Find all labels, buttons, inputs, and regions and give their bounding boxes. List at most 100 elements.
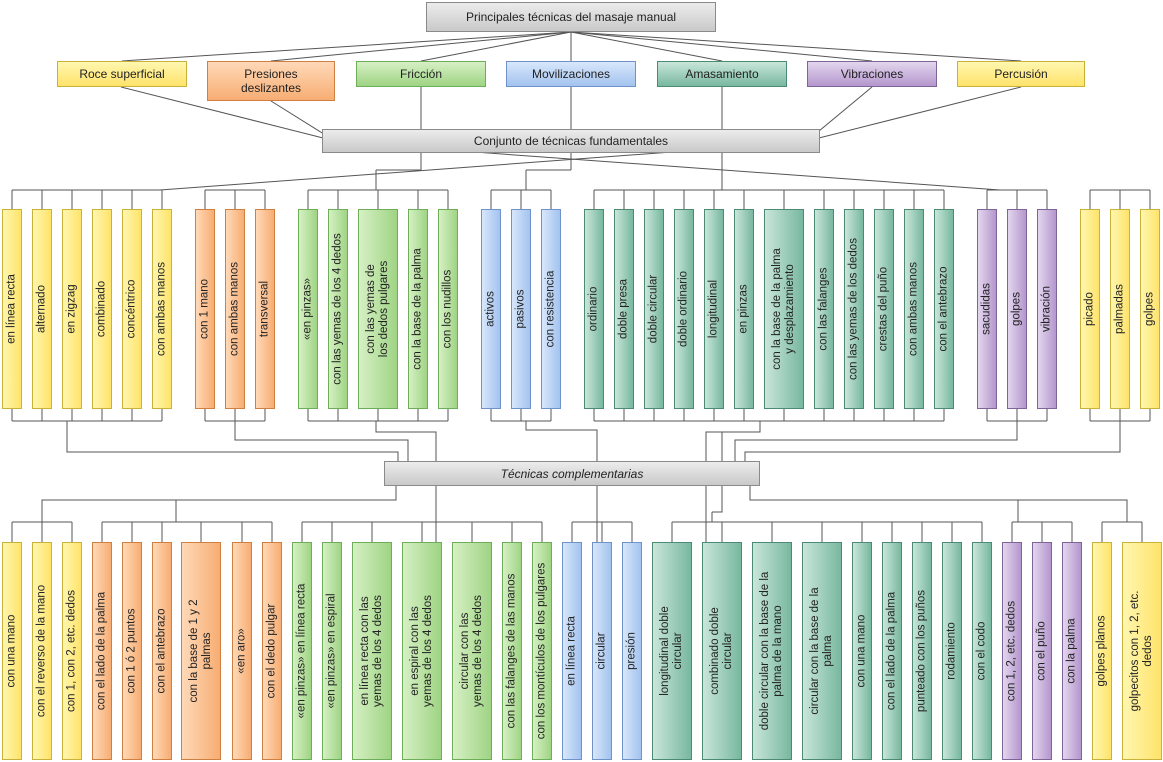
technique-label: sacudidas [980, 283, 993, 335]
technique-label: «en pinzas» en espiral [325, 593, 338, 709]
technique-label: con las yemas de los dedos [847, 238, 860, 380]
connector-line [375, 421, 437, 542]
fundamental-technique-leaf: longitudinal [704, 209, 724, 409]
fundamental-technique-leaf: con el antebrazo [934, 209, 954, 409]
category-vibraciones: Vibraciones [807, 61, 937, 87]
connector-line [749, 486, 1128, 522]
technique-label: con las yemas de los 4 dedos [331, 233, 344, 385]
fundamental-technique-leaf: con ambas manos [225, 209, 245, 409]
connector-line [712, 432, 723, 513]
fundamental-technique-leaf: crestas del puño [874, 209, 894, 409]
technique-label: vibración [1040, 285, 1053, 333]
technique-label: rodamiento [945, 622, 958, 680]
technique-label: con el lado de la palma [885, 591, 898, 711]
technique-label: con 1, 2, etc. dedos [1005, 600, 1018, 702]
technique-label: combinado [95, 280, 108, 338]
category-friccion: Fricción [356, 61, 486, 87]
connector-line [420, 31, 572, 62]
technique-label: con el lado de la palma [95, 591, 108, 711]
technique-label: con la base de 1 y 2 palmas [188, 599, 213, 703]
fundamental-technique-leaf: palmadas [1110, 209, 1130, 409]
technique-label: con resistencia [544, 270, 557, 348]
fundamental-technique-leaf: alternado [32, 209, 52, 409]
technique-label: punteado con los puños [915, 589, 928, 713]
complementary-technique-leaf: doble circular con la base de la palma d… [752, 542, 792, 760]
technique-label: con los nudillos [441, 269, 454, 349]
technique-label: en zigzag [65, 284, 78, 334]
complementary-technique-leaf: con los montículos de los pulgares [532, 542, 552, 760]
complementary-technique-leaf: combinado doble circular [702, 542, 742, 760]
technique-label: longitudinal doble circular [659, 606, 684, 696]
complementary-technique-leaf: en línea recta con las yemas de los 4 de… [352, 542, 392, 760]
technique-label: «en pinzas» en línea recta [295, 583, 308, 719]
technique-label: golpes [1010, 292, 1023, 326]
complementary-technique-leaf: con el codo [972, 542, 992, 760]
fundamental-technique-leaf: picado [1080, 209, 1100, 409]
connector-line [41, 486, 397, 522]
technique-label: doble ordinario [677, 270, 690, 348]
complementary-technique-leaf: circular con las yemas de los 4 dedos [452, 542, 492, 760]
fundamental-technique-leaf: activos [481, 209, 501, 409]
technique-label: golpes [1143, 292, 1156, 326]
fundamental-techniques-bar: Conjunto de técnicas fundamentales [322, 129, 820, 153]
fundamental-technique-leaf: en zigzag [62, 209, 82, 409]
complementary-technique-leaf: con 1, con 2, etc. dedos [62, 542, 82, 760]
technique-label: en pinzas [737, 284, 750, 334]
technique-label: «en aro» [235, 628, 248, 674]
technique-label: con el dedo pulgar [265, 603, 278, 699]
technique-label: palmadas [1113, 284, 1126, 334]
fundamental-technique-leaf: «en pinzas» [298, 209, 318, 409]
complementary-technique-leaf: con el reverso de la mano [32, 542, 52, 760]
technique-label: crestas del puño [877, 266, 890, 352]
connector-line [120, 86, 336, 142]
complementary-technique-leaf: con el dedo pulgar [262, 542, 282, 760]
fundamental-technique-leaf: concéntrico [122, 209, 142, 409]
connector-line [750, 499, 1019, 512]
technique-label: doble circular con la base de la palma d… [759, 571, 784, 731]
complementary-technique-leaf: en línea recta [562, 542, 582, 760]
technique-label: en línea recta con las yemas de los 4 de… [359, 595, 384, 707]
category-movilizaciones: Movilizaciones [506, 61, 636, 87]
fundamental-technique-leaf: con las falanges [814, 209, 834, 409]
technique-label: con el antebrazo [937, 266, 950, 352]
connector-line [744, 421, 1121, 461]
category-percusion: Percusión [957, 61, 1085, 87]
technique-label: con ambas manos [228, 262, 241, 356]
technique-label: golpes planos [1095, 615, 1108, 687]
fundamental-technique-leaf: con los nudillos [438, 209, 458, 409]
fundamental-technique-leaf: golpes [1140, 209, 1160, 409]
complementary-techniques-bar: Técnicas complementarias [384, 461, 760, 486]
complementary-technique-leaf: con una mano [2, 542, 22, 760]
connector-line [270, 31, 572, 62]
technique-label: circular con la base de la palma [809, 587, 834, 715]
complementary-technique-leaf: con la base de 1 y 2 palmas [181, 542, 221, 760]
technique-label: transversal [258, 280, 271, 338]
fundamental-technique-leaf: doble ordinario [674, 209, 694, 409]
technique-label: con ambas manos [907, 262, 920, 356]
fundamental-technique-leaf: doble circular [644, 209, 664, 409]
technique-label: doble circular [647, 274, 660, 344]
fundamental-technique-leaf: en pinzas [734, 209, 754, 409]
technique-label: circular [595, 632, 608, 670]
technique-label: presión [625, 632, 638, 670]
technique-label: en espiral con las yemas de los 4 dedos [409, 595, 434, 707]
fundamental-technique-leaf: con la base de la palma y desplazamiento [764, 209, 804, 409]
connector-line [570, 31, 873, 62]
complementary-technique-leaf: «en pinzas» en espiral [322, 542, 342, 760]
technique-label: concéntrico [125, 279, 138, 339]
fundamental-technique-leaf: con resistencia [541, 209, 561, 409]
technique-label: con las falanges de las manos [505, 573, 518, 729]
technique-label: con 1 mano [198, 278, 211, 340]
fundamental-technique-leaf: con la base de la palma [408, 209, 428, 409]
complementary-technique-leaf: golpecitos con 1, 2, etc. dedos [1122, 542, 1162, 760]
fundamental-technique-leaf: con ambas manos [904, 209, 924, 409]
complementary-technique-leaf: con el lado de la palma [92, 542, 112, 760]
complementary-technique-leaf: punteado con los puños [912, 542, 932, 760]
technique-label: activos [484, 291, 497, 327]
connector-line [570, 31, 723, 62]
technique-label: con las yemas de los dedos pulgares [365, 260, 390, 358]
technique-label: alternado [35, 285, 48, 333]
technique-label: con la base de la palma [411, 248, 424, 370]
fundamental-technique-leaf: con las yemas de los dedos [844, 209, 864, 409]
